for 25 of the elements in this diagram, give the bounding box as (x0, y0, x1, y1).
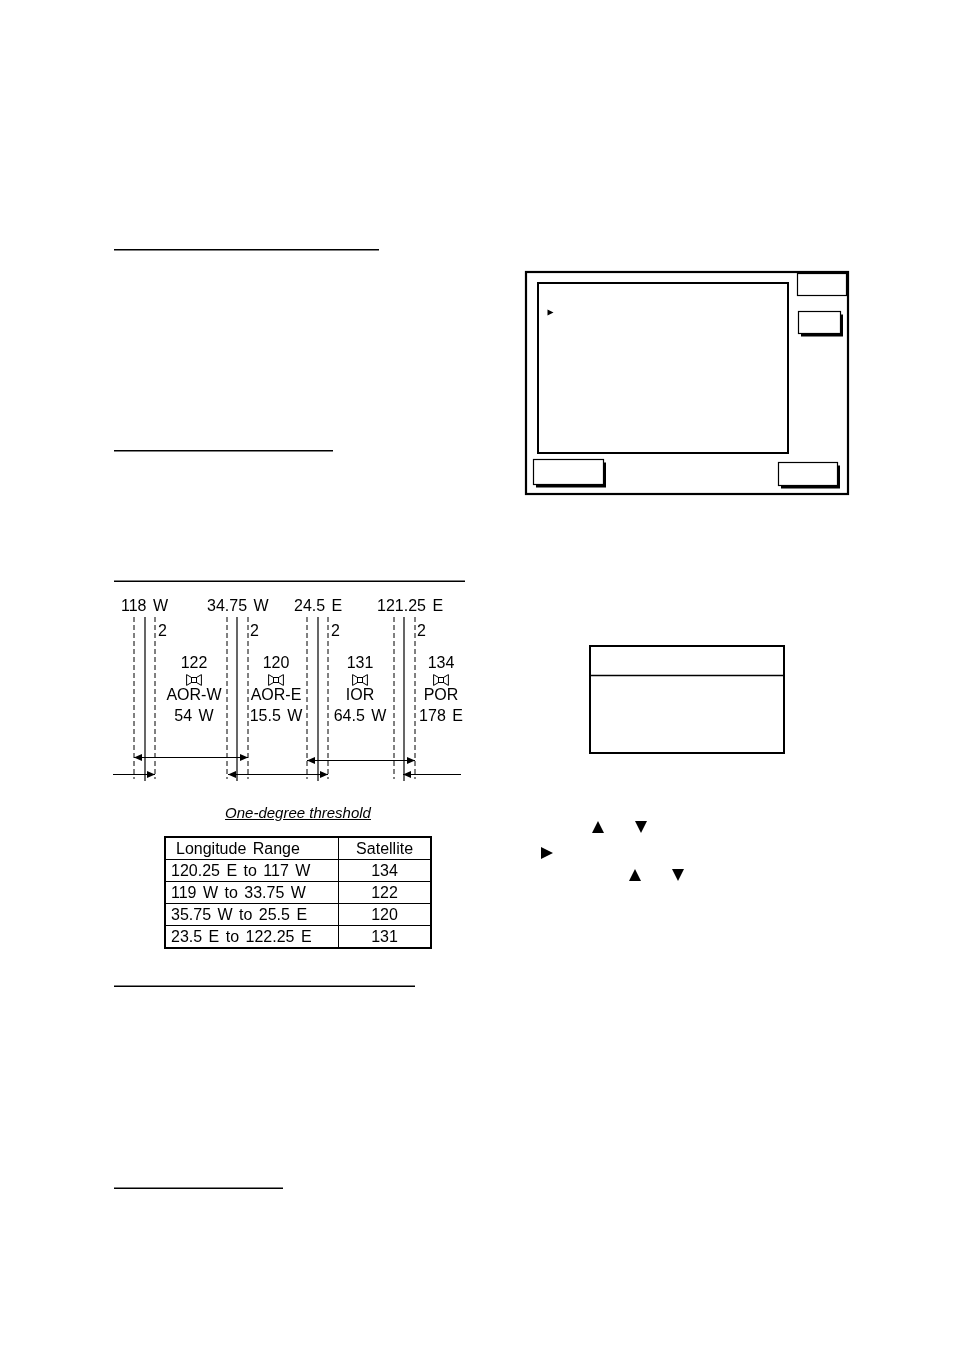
table-cell: 120.25 E to 117 W (165, 859, 339, 882)
satellite-number: 120 (262, 654, 290, 672)
ocean-region-label: POR (423, 686, 459, 704)
offset-label: 2 (158, 622, 167, 640)
satellite-number: 134 (427, 654, 455, 672)
ocean-region-label: IOR (345, 686, 375, 704)
table-cell: 35.75 W to 25.5 E (165, 903, 339, 926)
satellite-longitude: 15.5 W (249, 707, 303, 725)
table-cell: 119 W to 33.75 W (165, 881, 339, 904)
satellite-longitude: 64.5 W (333, 707, 387, 725)
offset-label: 2 (417, 622, 426, 640)
satellite-longitude: 178 E (419, 707, 463, 725)
column-header: Longitude Range (165, 837, 339, 860)
offset-label: 2 (331, 622, 340, 640)
ocean-region-label: AOR-W (166, 686, 222, 704)
satellite-number: 122 (180, 654, 208, 672)
boundary-longitude: 118 W (121, 597, 169, 615)
satellite-longitude: 54 W (174, 707, 214, 725)
offset-label: 2 (250, 622, 259, 640)
boundary-longitude: 34.75 W (207, 597, 269, 615)
boundary-longitude: 121.25 E (377, 597, 444, 615)
ocean-region-label: AOR-E (250, 686, 302, 704)
figure-caption: One-degree threshold (225, 804, 371, 821)
boundary-longitude: 24.5 E (294, 597, 343, 615)
satellite-number: 131 (346, 654, 374, 672)
